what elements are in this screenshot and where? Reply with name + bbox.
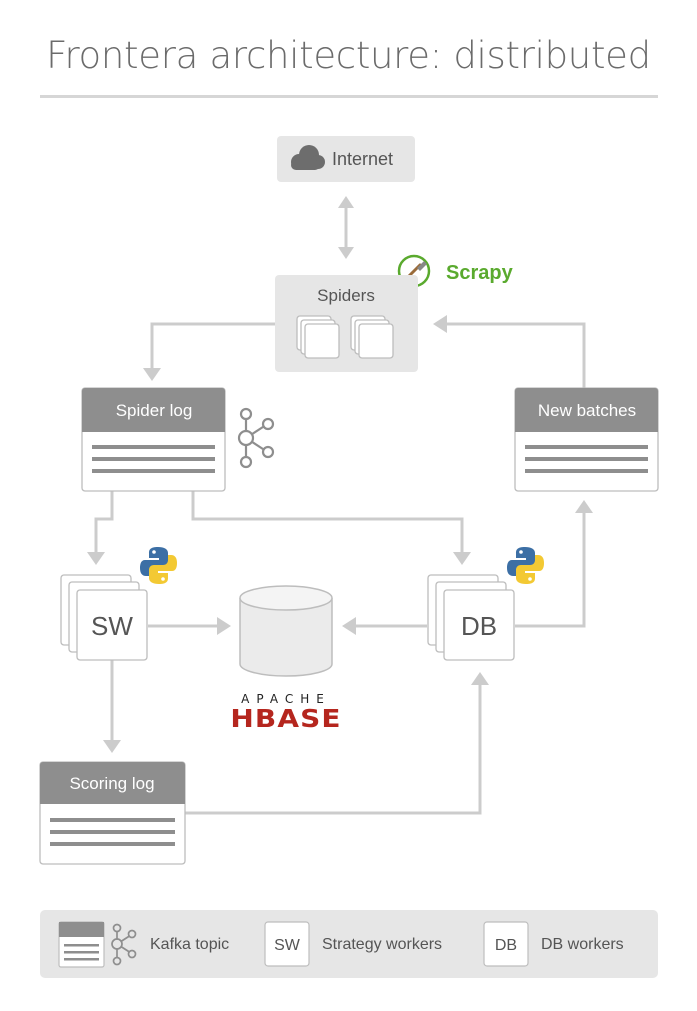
scoring-log-lines	[50, 818, 175, 846]
arrow-spiderlog-sw	[94, 491, 114, 553]
legend-kafka-topic-icon	[58, 921, 105, 968]
arrow-internet-spiders	[338, 196, 354, 259]
spider-log-label: Spider log	[116, 401, 193, 420]
arrow-db-newbatches	[515, 512, 586, 628]
new-batches-topic: New batches	[514, 387, 659, 492]
scoring-log-label: Scoring log	[69, 774, 154, 793]
cloud-icon	[291, 145, 325, 170]
legend-db-badge: DB	[483, 921, 529, 967]
scrapy-label: Scrapy	[446, 262, 514, 284]
hbase-logo-bottom: HBASE	[230, 704, 341, 733]
db-node: DB	[427, 574, 515, 661]
scoring-log-topic: Scoring log	[39, 761, 186, 865]
page-title: Frontera architecture: distributed	[46, 34, 651, 77]
spider-instances-left	[296, 315, 340, 359]
legend-db-abbr: DB	[495, 937, 517, 954]
sw-label: SW	[91, 611, 133, 641]
arrow-spiders-spiderlog	[150, 322, 275, 369]
sw-node: SW	[60, 574, 148, 661]
new-batches-lines	[525, 445, 648, 473]
new-batches-label: New batches	[538, 401, 636, 420]
python-logo-icon	[140, 547, 177, 584]
arrow-spiderlog-db	[191, 491, 464, 553]
legend-sw-label: Strategy workers	[322, 936, 442, 953]
spiders-node: Spiders	[275, 275, 418, 372]
db-label: DB	[461, 611, 497, 641]
internet-label: Internet	[332, 149, 393, 169]
spider-instances-right	[350, 315, 394, 359]
legend-db-label: DB workers	[541, 936, 624, 953]
python-logo-icon	[507, 547, 544, 584]
arrow-newbatches-spiders	[446, 322, 586, 388]
connectors	[87, 196, 593, 815]
hbase-logo: APACHE HBASE	[230, 692, 341, 734]
arrow-scoringlog-db	[185, 684, 482, 815]
spiders-label: Spiders	[317, 286, 375, 305]
spider-log-lines	[92, 445, 215, 473]
hbase-logo-top: APACHE	[241, 692, 331, 706]
legend: Kafka topic SW Strategy workers DB DB wo…	[40, 910, 658, 978]
kafka-icon	[111, 923, 137, 966]
kafka-icon	[237, 407, 275, 469]
legend-sw-badge: SW	[264, 921, 310, 967]
spider-log-topic: Spider log	[81, 387, 226, 492]
legend-kafka-label: Kafka topic	[150, 936, 229, 953]
title-divider	[40, 95, 658, 98]
database-cylinder-icon	[239, 585, 333, 677]
legend-sw-abbr: SW	[274, 937, 301, 954]
internet-node: Internet	[277, 136, 415, 182]
